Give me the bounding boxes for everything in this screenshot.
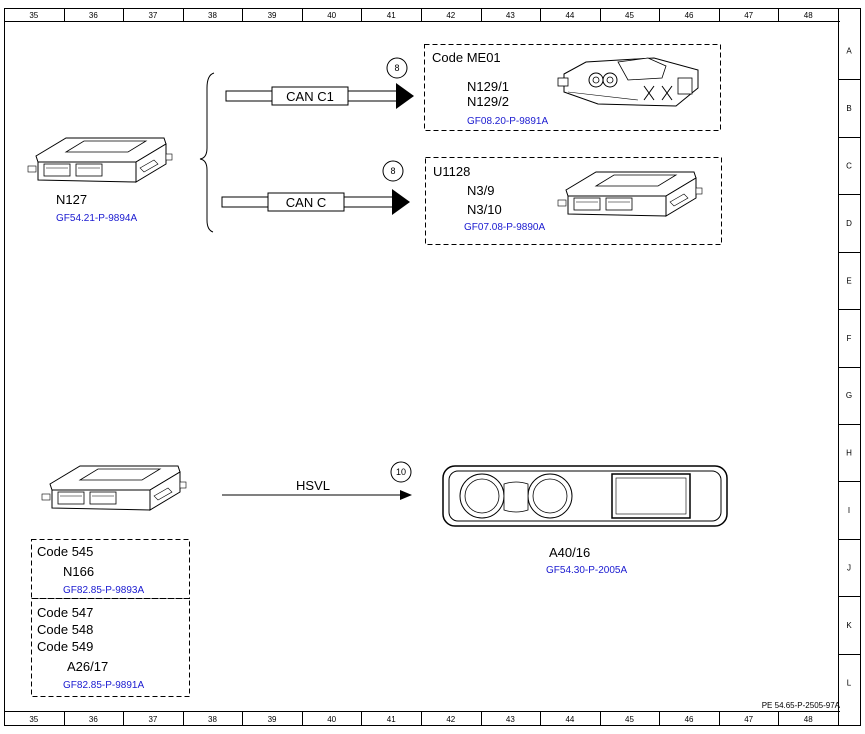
- source-name: N127: [56, 192, 87, 207]
- box-545-code: Code 545: [37, 544, 93, 559]
- column-label-top: 44: [565, 11, 574, 20]
- column-label-top: 40: [327, 11, 336, 20]
- bus-label-can-c1: CAN C1: [286, 89, 334, 104]
- column-label-bottom: 47: [744, 715, 753, 724]
- row-grid: A B C D E F G H I J K L: [838, 47, 861, 687]
- box-u1128-item-1: N3/9: [467, 183, 494, 198]
- column-label-bottom: 48: [804, 715, 813, 724]
- column-label-bottom: 45: [625, 715, 634, 724]
- source-ref[interactable]: GF54.21-P-9894A: [56, 213, 137, 224]
- box-me01-ref[interactable]: GF08.20-P-9891A: [467, 116, 548, 127]
- box-me01: [424, 44, 721, 131]
- box-545-ref[interactable]: GF82.85-P-9893A: [63, 585, 144, 596]
- box-u1128-ref[interactable]: GF07.08-P-9890A: [464, 222, 545, 233]
- column-label-top: 48: [804, 11, 813, 20]
- row-label: B: [846, 104, 851, 113]
- row-label: I: [848, 506, 850, 515]
- column-label-top: 43: [506, 11, 515, 20]
- arrow-right-icon: [396, 83, 414, 109]
- column-label-bottom: 43: [506, 715, 515, 724]
- column-label-bottom: 39: [268, 715, 277, 724]
- column-label-top: 46: [685, 11, 694, 20]
- document-id: PE 54.65-P-2505-97A: [762, 701, 841, 710]
- box-547-item: A26/17: [67, 659, 108, 674]
- box-547-ref[interactable]: GF82.85-P-9891A: [63, 680, 144, 691]
- row-label: J: [847, 563, 851, 572]
- column-label-top: 38: [208, 11, 217, 20]
- row-label: F: [847, 334, 852, 343]
- box-547-code-2: Code 548: [37, 622, 93, 637]
- box-547-code-1: Code 547: [37, 605, 93, 620]
- row-label: K: [846, 621, 852, 630]
- column-label-bottom: 40: [327, 715, 336, 724]
- column-label-bottom: 42: [446, 715, 455, 724]
- column-label-top: 37: [148, 11, 157, 20]
- cluster-name: A40/16: [549, 545, 590, 560]
- box-me01-code: Code ME01: [432, 50, 501, 65]
- column-label-top: 39: [268, 11, 277, 20]
- brace-icon: [199, 72, 215, 233]
- box-u1128-item-2: N3/10: [467, 202, 502, 217]
- row-label: G: [846, 391, 852, 400]
- column-label-top: 47: [744, 11, 753, 20]
- box-547-code-3: Code 549: [37, 639, 93, 654]
- bus-label-can-c: CAN C: [286, 195, 326, 210]
- arrow-right-icon: [400, 490, 412, 500]
- row-label: C: [846, 162, 852, 171]
- column-label-top: 35: [29, 11, 38, 20]
- column-label-bottom: 37: [148, 715, 157, 724]
- column-grid: 35 35 36 36 37 37 38 38 39 39 40 40 41 41 42 42 43 43 44 44…: [29, 8, 813, 726]
- circle-number-3: 10: [396, 467, 406, 477]
- row-label: E: [846, 276, 851, 285]
- box-u1128-code: U1128: [433, 164, 470, 179]
- column-label-top: 45: [625, 11, 634, 20]
- box-me01-item-2: N129/2: [467, 94, 509, 109]
- column-label-bottom: 41: [387, 715, 396, 724]
- column-label-bottom: 46: [685, 715, 694, 724]
- control-unit-icon: [27, 137, 173, 183]
- column-label-top: 41: [387, 11, 396, 20]
- arrow-right-icon: [392, 189, 410, 215]
- cluster-ref[interactable]: GF54.30-P-2005A: [546, 565, 627, 576]
- row-label: A: [846, 47, 852, 56]
- row-label: L: [847, 678, 852, 687]
- column-label-bottom: 44: [565, 715, 574, 724]
- row-label: D: [846, 219, 852, 228]
- control-unit-icon: [557, 171, 703, 217]
- column-label-bottom: 35: [29, 715, 38, 724]
- actuator-icon: [557, 57, 699, 107]
- box-545: [31, 539, 190, 599]
- row-label: H: [846, 449, 852, 458]
- circle-number-1: 8: [394, 63, 399, 73]
- control-unit-icon: [41, 465, 187, 511]
- bus-label-hsvl: HSVL: [296, 478, 330, 493]
- column-label-bottom: 38: [208, 715, 217, 724]
- column-label-top: 42: [446, 11, 455, 20]
- box-545-item: N166: [63, 564, 94, 579]
- box-u1128: [425, 157, 722, 245]
- box-me01-item-1: N129/1: [467, 79, 509, 94]
- column-label-bottom: 36: [89, 715, 98, 724]
- column-label-top: 36: [89, 11, 98, 20]
- circle-number-2: 8: [390, 166, 395, 176]
- instrument-cluster-icon: [442, 465, 728, 527]
